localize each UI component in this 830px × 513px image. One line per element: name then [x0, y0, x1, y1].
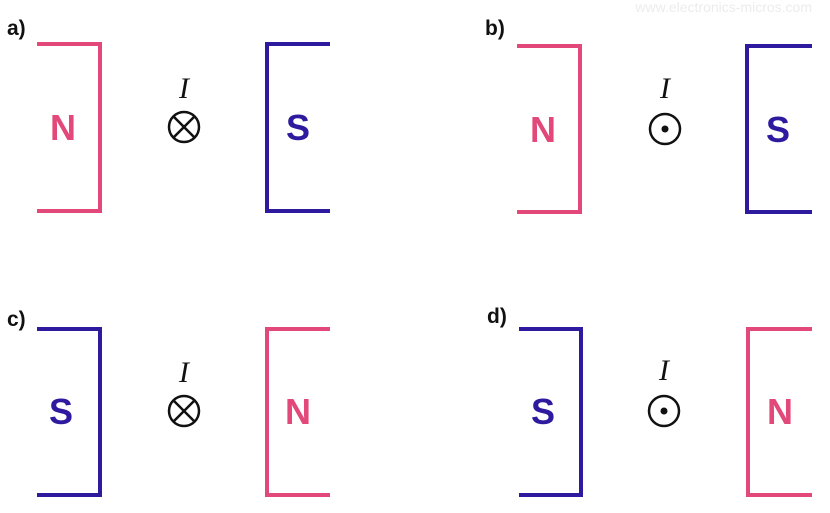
- left-pole-label: N: [50, 107, 76, 148]
- left-magnet-pole: [37, 327, 102, 497]
- right-magnet-pole: [265, 327, 330, 497]
- panel-b: b) N I S: [485, 17, 812, 214]
- right-pole-label: S: [286, 107, 310, 148]
- watermark: www.electronics-micros.com: [634, 0, 812, 15]
- current-into-page-icon: [167, 110, 201, 144]
- panel-d: d) S I N: [487, 305, 812, 497]
- panel-label: a): [7, 17, 26, 40]
- right-magnet-pole: [745, 44, 812, 214]
- current-label: I: [659, 72, 672, 105]
- panel-label: c): [7, 308, 26, 331]
- right-magnet-pole: [746, 327, 812, 497]
- current-out-of-page-icon: [648, 112, 682, 146]
- left-pole-label: N: [530, 109, 556, 150]
- current-label: I: [178, 72, 191, 105]
- panel-c: c) S I N: [7, 308, 330, 497]
- panel-label: b): [485, 17, 505, 40]
- right-pole-label: S: [766, 109, 790, 150]
- left-pole-label: S: [49, 391, 73, 432]
- right-pole-label: N: [767, 391, 793, 432]
- panel-label: d): [487, 305, 507, 328]
- current-into-page-icon: [167, 394, 201, 428]
- right-pole-label: N: [285, 391, 311, 432]
- right-magnet-pole: [265, 42, 330, 213]
- left-magnet-pole: [517, 44, 582, 214]
- left-magnet-pole: [519, 327, 583, 497]
- panel-a: a) N I S: [7, 17, 330, 213]
- current-out-of-page-icon: [647, 394, 681, 428]
- left-magnet-pole: [37, 42, 102, 213]
- current-label: I: [178, 356, 191, 389]
- current-label: I: [658, 354, 671, 387]
- left-pole-label: S: [531, 391, 555, 432]
